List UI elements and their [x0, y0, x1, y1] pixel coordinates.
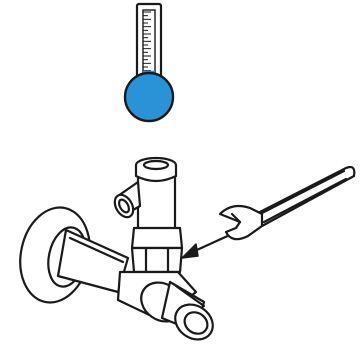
arrow-icon	[181, 232, 234, 259]
thermometer-icon	[123, 2, 175, 123]
angle-valve-icon	[19, 156, 214, 341]
thermometer-bulb	[123, 71, 175, 123]
wrench-icon	[218, 165, 356, 241]
